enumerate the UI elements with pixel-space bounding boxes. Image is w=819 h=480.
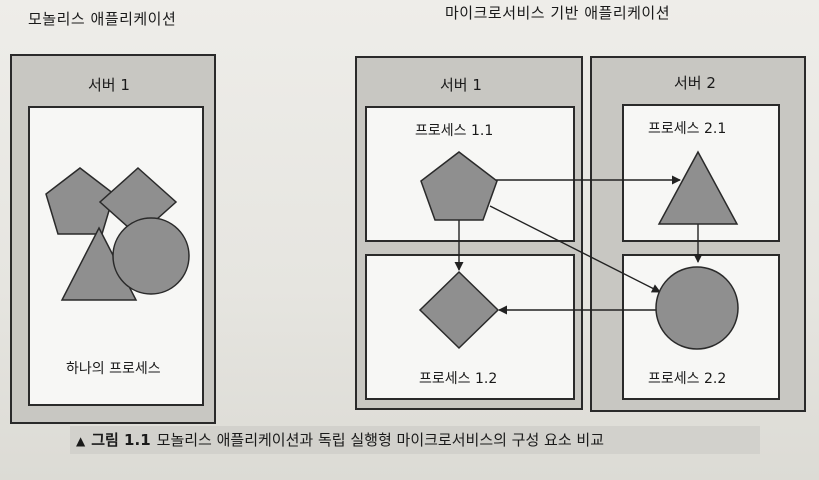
process-2-2-circle-shape [655, 266, 739, 350]
monolith-heading: 모놀리스 애플리케이션 [28, 10, 177, 28]
monolith-pentagon-shape [45, 167, 115, 235]
process-1-2-diamond-shape [418, 270, 500, 350]
micro-server-2-label: 서버 2 [674, 74, 716, 92]
caption-triangle-marker: ▲ [76, 434, 86, 448]
monolith-process-label: 하나의 프로세스 [66, 361, 161, 377]
arrow-1-1-to-2-2 [489, 205, 661, 293]
process-2-1-label: 프로세스 2.1 [648, 121, 727, 137]
caption-figure-number: 그림 1.1 [91, 431, 151, 449]
process-2-2-label: 프로세스 2.2 [648, 371, 727, 387]
microservice-heading: 마이크로서비스 기반 애플리케이션 [445, 4, 671, 22]
process-1-1-label: 프로세스 1.1 [415, 123, 494, 139]
caption-text: 모놀리스 애플리케이션과 독립 실행형 마이크로서비스의 구성 요소 비교 [156, 431, 605, 449]
monolith-circle-shape [112, 217, 190, 295]
process-2-1-triangle-shape [657, 150, 739, 225]
process-1-1-pentagon-shape [420, 151, 498, 221]
process-1-2-label: 프로세스 1.2 [419, 371, 498, 387]
micro-server-1-label: 서버 1 [440, 76, 482, 94]
monolith-server-label: 서버 1 [88, 76, 130, 94]
figure-caption: ▲ 그림 1.1 모놀리스 애플리케이션과 독립 실행형 마이크로서비스의 구성 요… [70, 426, 760, 454]
